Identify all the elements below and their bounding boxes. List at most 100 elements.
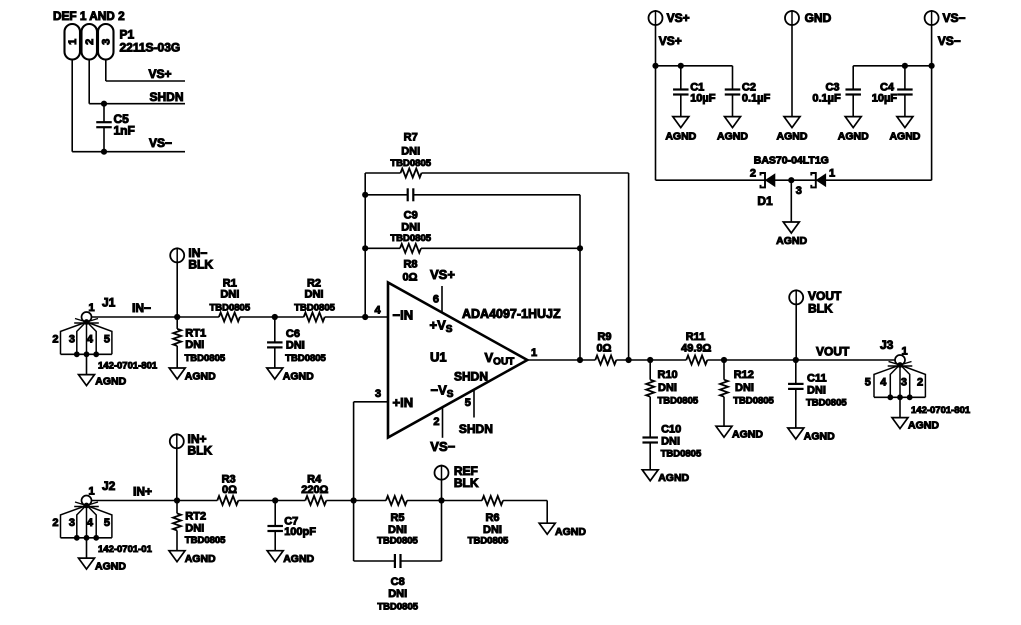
svg-text:DNI: DNI [658,382,677,394]
svg-text:AGND: AGND [185,553,216,565]
svg-text:AGND: AGND [908,420,939,432]
svg-text:AGND: AGND [283,371,314,383]
svg-text:TBD0805: TBD0805 [733,395,774,406]
svg-text:2: 2 [52,517,58,529]
svg-text:0Ω: 0Ω [222,484,237,496]
svg-text:VS−: VS− [430,439,455,454]
svg-text:RT2: RT2 [185,511,206,523]
svg-text:R5: R5 [390,512,404,524]
svg-text:3: 3 [796,185,802,197]
svg-text:TBD0805: TBD0805 [294,302,335,313]
svg-text:DNI: DNI [185,523,204,535]
svg-text:4: 4 [87,517,94,529]
svg-text:VS−: VS− [938,34,961,48]
svg-text:+VS: +VS [430,318,453,336]
svg-text:R12: R12 [734,369,754,381]
svg-text:6: 6 [433,294,439,306]
svg-text:AGND: AGND [889,131,920,143]
svg-text:1: 1 [88,302,94,314]
svg-text:2: 2 [52,333,58,345]
svg-text:AGND: AGND [838,131,869,143]
svg-text:3: 3 [375,388,381,400]
svg-text:−VS: −VS [431,383,454,401]
svg-text:C8: C8 [391,576,405,588]
svg-text:VS+: VS+ [659,34,682,48]
svg-text:C1: C1 [690,81,704,93]
svg-text:1: 1 [901,346,907,358]
svg-text:DNI: DNI [286,340,305,352]
svg-text:R3: R3 [222,474,236,486]
svg-text:0Ω: 0Ω [597,342,612,354]
svg-text:VS+: VS+ [149,67,172,81]
svg-text:2: 2 [433,416,439,428]
svg-text:VOUT: VOUT [485,350,515,368]
svg-text:3: 3 [100,39,112,45]
svg-text:IN−: IN− [132,301,151,315]
svg-text:SHDN: SHDN [459,422,493,436]
svg-text:AGND: AGND [283,553,314,565]
svg-text:10µF: 10µF [872,92,898,104]
svg-text:R10: R10 [658,369,678,381]
svg-text:BLK: BLK [454,476,479,490]
svg-text:AGND: AGND [776,235,807,247]
svg-text:0Ω: 0Ω [403,271,418,283]
svg-text:DNI: DNI [220,289,239,301]
svg-text:C6: C6 [286,328,300,340]
svg-text:C5: C5 [114,112,130,126]
svg-text:142-0701-801: 142-0701-801 [98,361,158,372]
svg-text:C3: C3 [825,81,839,93]
svg-text:DNI: DNI [305,289,324,301]
svg-text:U1: U1 [430,350,447,365]
svg-text:3: 3 [69,333,75,345]
svg-text:VS+: VS+ [667,11,690,25]
svg-text:0.1µF: 0.1µF [742,92,771,104]
svg-text:142-0701-01: 142-0701-01 [98,544,153,555]
svg-text:BAS70-04LT1G: BAS70-04LT1G [754,154,829,166]
svg-text:2: 2 [750,168,756,180]
svg-text:TBD0805: TBD0805 [661,449,702,460]
svg-text:TBD0805: TBD0805 [377,536,418,547]
svg-text:C9: C9 [404,209,418,221]
svg-text:AGND: AGND [555,526,586,538]
svg-text:−IN: −IN [393,308,414,323]
svg-text:AGND: AGND [665,131,696,143]
svg-text:0.1µF: 0.1µF [812,92,841,104]
svg-text:TBD0805: TBD0805 [390,233,431,244]
svg-text:5: 5 [465,397,471,409]
svg-text:R9: R9 [597,331,611,343]
svg-text:DNI: DNI [388,588,407,600]
svg-text:C7: C7 [284,516,298,528]
svg-text:AGND: AGND [95,560,126,572]
svg-text:C11: C11 [807,372,827,384]
svg-text:TBD0805: TBD0805 [285,353,326,364]
svg-text:DNI: DNI [735,382,754,394]
svg-text:DNI: DNI [401,221,420,233]
svg-text:4: 4 [375,305,382,317]
svg-text:DNI: DNI [185,339,204,351]
svg-text:VS−: VS− [149,136,172,150]
svg-text:D1: D1 [757,194,773,208]
svg-text:4: 4 [880,376,887,388]
svg-text:1nF: 1nF [114,124,135,138]
svg-text:5: 5 [865,376,871,388]
svg-text:TBD0805: TBD0805 [658,395,699,406]
svg-text:AGND: AGND [777,131,808,143]
svg-text:DNI: DNI [807,384,826,396]
svg-text:DNI: DNI [388,524,407,536]
svg-text:SHDN: SHDN [454,370,488,384]
svg-text:1: 1 [829,168,835,180]
svg-text:100pF: 100pF [284,526,316,538]
svg-text:BLK: BLK [188,258,213,272]
svg-text:TBD0805: TBD0805 [185,353,226,364]
svg-text:DNI: DNI [661,436,680,448]
svg-text:10µF: 10µF [690,92,716,104]
svg-text:C4: C4 [880,81,895,93]
svg-text:TBD0805: TBD0805 [806,397,847,408]
svg-text:1: 1 [88,486,94,498]
svg-text:3: 3 [901,376,907,388]
svg-text:IN+: IN+ [188,432,207,446]
svg-text:AGND: AGND [95,376,126,388]
svg-text:TBD0805: TBD0805 [209,302,250,313]
svg-text:1: 1 [67,39,79,45]
svg-text:VOUT: VOUT [816,344,850,358]
